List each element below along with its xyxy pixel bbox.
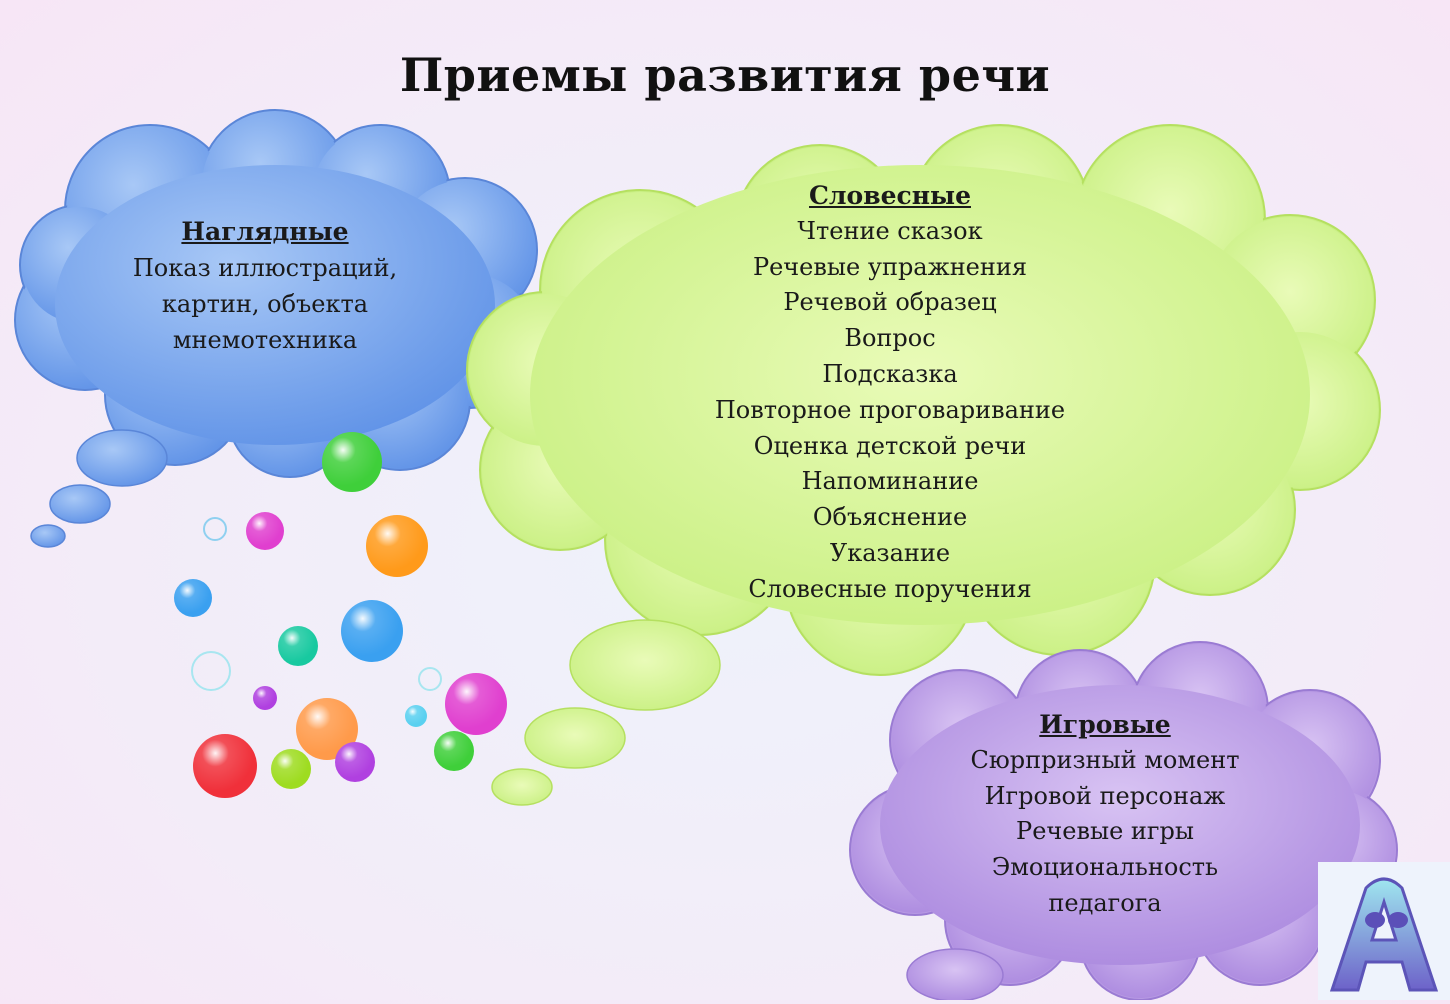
bubble-pink-small (246, 512, 284, 550)
bubble-blue-small (174, 579, 212, 617)
cloud-verbal-text: Словесные Чтение сказок Речевые упражнен… (650, 178, 1130, 608)
cloud-verbal-line: Вопрос (844, 324, 936, 353)
cloud-verbal-line: Указание (829, 538, 951, 567)
cloud-verbal-line: Речевые упражнения (752, 252, 1028, 281)
bubble-cyan-small (405, 705, 427, 727)
cloud-verbal-line: Речевой образец (783, 288, 997, 317)
bubble-purple (335, 742, 375, 782)
cloud-visual-text: Наглядные Показ иллюстраций, картин, объ… (95, 214, 435, 358)
cloud-game-line: педагога (1048, 888, 1162, 917)
cloud-visual-line: картин, объекта (161, 290, 369, 318)
cloud-game-heading: Игровые (1039, 710, 1171, 739)
cloud-game-line: Эмоциональность (991, 853, 1219, 882)
cloud-verbal-line: Оценка детской речи (753, 431, 1027, 460)
cloud-game-text: Игровые Сюрпризный момент Игровой персон… (920, 707, 1290, 922)
bubble-green-small (434, 731, 474, 771)
bubble-purple-tiny (253, 686, 277, 710)
bubble-pink-large (445, 673, 507, 735)
bubble-lime (271, 749, 311, 789)
cloud-verbal (466, 124, 1381, 806)
cloud-verbal-line: Чтение сказок (797, 216, 983, 245)
cloud-visual-tail-2 (49, 484, 111, 524)
cloud-verbal-tail-3 (491, 768, 553, 806)
bubble-outline-1 (203, 517, 227, 541)
bubble-orange (366, 515, 428, 577)
channel-logo-icon (1318, 862, 1450, 1000)
bubble-red (193, 734, 257, 798)
cloud-visual-heading: Наглядные (181, 217, 349, 246)
cloud-game-line: Игровой персонаж (984, 781, 1226, 810)
bubble-blue-large (341, 600, 403, 662)
cloud-visual-tail-1 (76, 429, 168, 487)
cloud-visual-tail-3 (30, 524, 66, 548)
cloud-verbal-tail-2 (524, 707, 626, 769)
cloud-game-line: Сюрпризный момент (970, 745, 1240, 774)
cloud-verbal-line: Повторное проговаривание (714, 395, 1066, 424)
cloud-verbal-heading: Словесные (809, 181, 971, 210)
bubble-outline-2 (191, 651, 231, 691)
cloud-verbal-line: Подсказка (822, 359, 958, 388)
bubble-outline-3 (418, 667, 442, 691)
cloud-visual-line: мнемотехника (172, 326, 358, 354)
cloud-visual-line: Показ иллюстраций, (132, 254, 398, 282)
cloud-verbal-line: Объяснение (812, 503, 968, 532)
cloud-game-tail-1 (906, 948, 1004, 1000)
cloud-verbal-tail-1 (569, 619, 721, 711)
bubbles (174, 432, 507, 798)
cloud-verbal-line: Напоминание (801, 467, 979, 496)
cloud-game (849, 641, 1398, 1000)
bubble-teal (278, 626, 318, 666)
cloud-game-line: Речевые игры (1016, 817, 1194, 846)
cloud-verbal-line: Словесные поручения (748, 574, 1032, 603)
bubble-orange-large (296, 698, 358, 760)
page-title: Приемы развития речи (399, 48, 1051, 102)
bubble-green-large (322, 432, 382, 492)
